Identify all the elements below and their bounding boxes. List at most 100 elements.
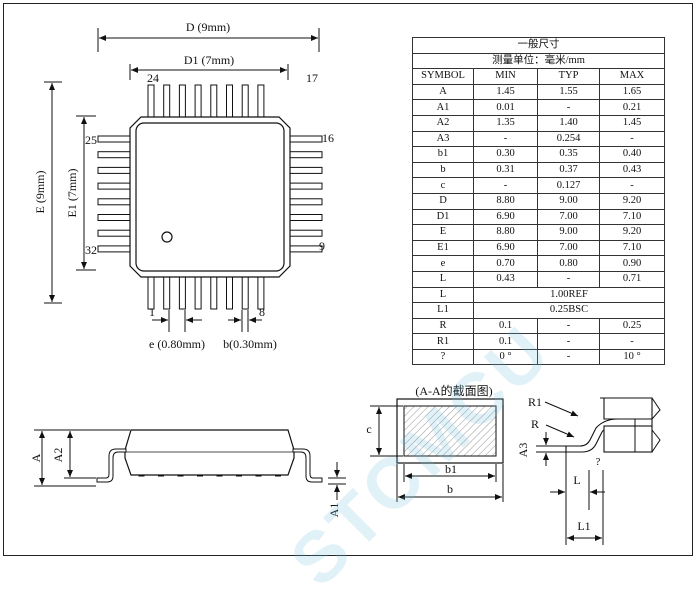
pins-left	[97, 135, 131, 253]
pin-lead	[210, 84, 218, 118]
section-view: (A-A的截面图) c b1 b	[366, 383, 504, 502]
pins-right	[289, 135, 323, 253]
pin-lead	[97, 198, 131, 206]
label-pin16: 16	[322, 131, 334, 145]
table-row: c-0.127-	[412, 177, 665, 194]
table-cell: 0 °	[473, 348, 538, 366]
pins-bottom	[147, 276, 265, 310]
table-cell: 6.90	[473, 239, 538, 257]
dim-width: b(0.30mm)	[223, 310, 277, 351]
pin-lead	[289, 198, 323, 206]
label-pin17: 17	[306, 71, 318, 85]
label-a: A	[29, 453, 43, 462]
package-drawing: D (9mm) D1 (7mm) E (9mm) E1 (7mm) 24 17 …	[29, 20, 661, 545]
table-cell: D1	[412, 208, 474, 226]
table-cell: 7.00	[537, 208, 600, 226]
dim-pitch: e (0.80mm)	[149, 310, 205, 351]
table-cell: E1	[412, 239, 474, 257]
label-e1: E1 (7mm)	[65, 169, 79, 218]
table-cell: 0.30	[473, 146, 538, 163]
table-cell: -	[599, 177, 665, 194]
pin-lead	[163, 276, 171, 310]
table-cell: 8.80	[473, 192, 538, 210]
drawing-frame	[3, 3, 693, 556]
table-cell: 1.00REF	[473, 286, 665, 304]
pin-lead	[97, 214, 131, 221]
table-cell: -	[537, 99, 600, 116]
pin-lead	[289, 182, 323, 190]
table-cell: 1.45	[473, 83, 538, 101]
label-pitch: e (0.80mm)	[149, 337, 205, 351]
table-cell: 0.127	[537, 177, 600, 194]
table-cell: 0.90	[599, 255, 665, 272]
table-cell: 0.1	[473, 317, 538, 335]
top-view	[97, 84, 323, 310]
dim-a: A	[29, 429, 130, 487]
label-b1: b1	[445, 462, 457, 476]
table-cell: L	[412, 286, 474, 304]
dim-a1: A1	[327, 462, 346, 517]
side-view	[96, 429, 323, 483]
label-d1: D1 (7mm)	[184, 53, 234, 67]
table-unit: 测量单位：毫米/mm	[412, 52, 665, 70]
table-header: MIN	[473, 68, 538, 85]
pin-lead	[257, 84, 265, 118]
table-cell: 0.70	[473, 255, 538, 272]
table-cell: R	[412, 317, 474, 335]
label-pin9: 9	[319, 239, 325, 253]
pin-lead	[289, 166, 323, 174]
dim-e: E (9mm)	[33, 81, 62, 304]
table-cell: 8.80	[473, 224, 538, 241]
dim-d1: D1 (7mm)	[129, 53, 289, 80]
table-cell: 9.00	[537, 224, 600, 241]
table-cell: -	[537, 348, 600, 366]
pin-lead	[210, 276, 218, 310]
label-r: R	[531, 417, 539, 431]
table-header: TYP	[537, 68, 600, 85]
table-cell: 0.21	[599, 99, 665, 116]
table-cell: 1.55	[537, 83, 600, 101]
table-row: A3-0.254-	[412, 130, 665, 148]
pin1-marker	[161, 231, 173, 243]
dim-a2: A2	[51, 431, 96, 479]
table-cell: -	[537, 270, 600, 288]
table-cell: 7.10	[599, 239, 665, 257]
table-cell: -	[599, 333, 665, 350]
pin-lead	[97, 229, 131, 237]
table-cell: L	[412, 270, 474, 288]
side-body	[124, 429, 295, 476]
pin-lead	[147, 84, 155, 118]
table-cell: A2	[412, 114, 474, 132]
pin-lead	[97, 245, 131, 253]
table-cell: c	[412, 177, 474, 194]
table-cell: E	[412, 224, 474, 241]
table-header: SYMBOL	[412, 68, 474, 85]
table-title: 一般尺寸	[412, 37, 665, 54]
pin-lead	[241, 84, 249, 118]
label-b: b	[447, 482, 453, 496]
pin-lead	[241, 276, 249, 310]
table-cell: 9.20	[599, 224, 665, 241]
pin-lead	[194, 84, 202, 118]
package-body-inner	[135, 122, 285, 272]
table-cell: -	[473, 177, 538, 194]
table-row: ?0 °-10 °	[412, 348, 665, 366]
table-cell: e	[412, 255, 474, 272]
table-cell: R1	[412, 333, 474, 350]
pin-lead	[97, 135, 131, 143]
pin-lead	[226, 84, 233, 118]
table-cell: D	[412, 192, 474, 210]
detail-view: R1 R A3 ? L L1	[516, 395, 661, 545]
table-cell: ?	[412, 348, 474, 366]
